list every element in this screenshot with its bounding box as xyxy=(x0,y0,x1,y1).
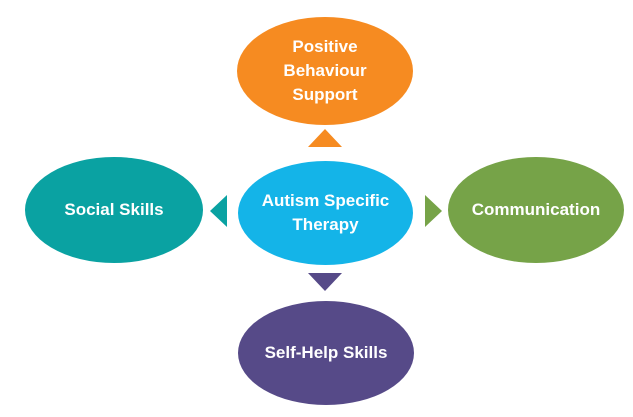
node-label: Communication xyxy=(471,200,601,219)
arrow-up-icon xyxy=(308,129,342,147)
node-label: Self-Help Skills xyxy=(264,343,388,362)
node-positive-behaviour-support: Positive Behaviour Support xyxy=(237,17,413,125)
arrow-right-icon xyxy=(425,195,442,227)
node-self-help-skills: Self-Help Skills xyxy=(238,301,414,405)
node-social-skills: Social Skills xyxy=(25,157,203,263)
node-label: Social Skills xyxy=(64,200,164,219)
arrow-down-icon xyxy=(308,273,342,291)
arrow-left-icon xyxy=(210,195,227,227)
node-autism-specific-therapy: Autism Specific Therapy xyxy=(238,161,413,265)
node-label: Positive Behaviour Support xyxy=(283,37,367,104)
node-label: Autism Specific Therapy xyxy=(261,191,390,234)
node-communication: Communication xyxy=(448,157,624,263)
